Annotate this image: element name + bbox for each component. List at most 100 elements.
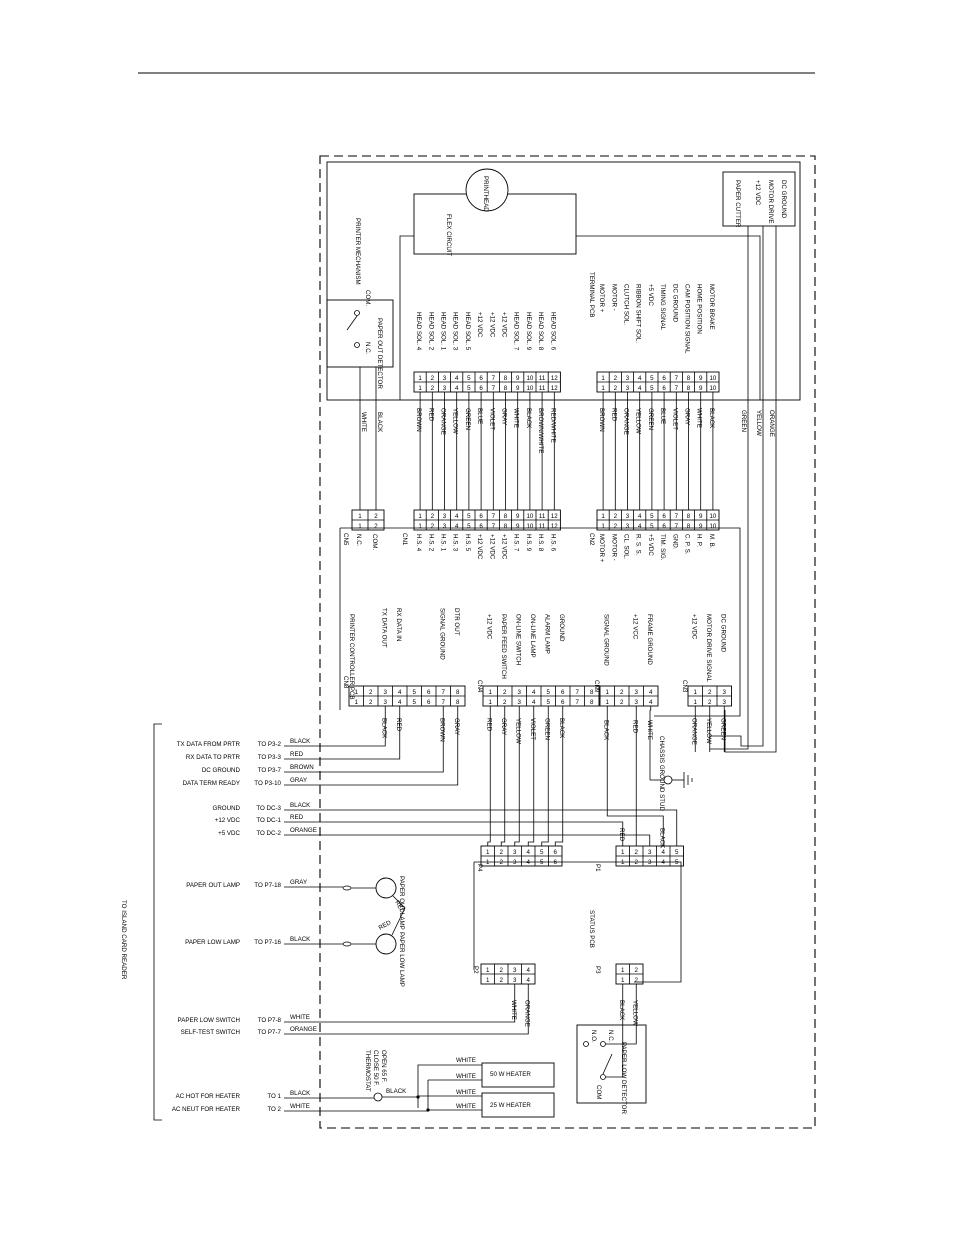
power-wire <box>330 821 624 846</box>
pin-number: 2 <box>620 689 624 696</box>
pin-number: 4 <box>398 699 402 706</box>
pin-number: 6 <box>662 523 666 530</box>
cn1-pin-label: H.S. 9 <box>525 534 532 552</box>
card-reader-signal-label: PAPER LOW SWITCH <box>178 1017 240 1024</box>
cn1-pin-label: H.S. 1 <box>440 534 447 552</box>
cn2-pin-label: MOTOR + <box>598 534 605 563</box>
pin-number: 6 <box>479 385 483 392</box>
lamp-red-wire <box>391 895 406 936</box>
head-signal-label: +12 VDC <box>501 312 508 338</box>
p2-wire-color: WHITE <box>510 1000 517 1020</box>
cn2-label: CN2 <box>588 533 595 546</box>
detector-switch-arm <box>602 1053 613 1075</box>
card-reader-wire-color: GRAY <box>290 879 307 886</box>
heater-wire <box>417 1064 482 1097</box>
head-signal-label: HEAD SOL. 9 <box>525 312 532 351</box>
motor-wire-color: GRAY <box>684 408 691 425</box>
pin-number: 3 <box>626 523 630 530</box>
card-reader-signal-label: DC GROUND <box>202 767 241 774</box>
heater-junction <box>416 1095 420 1099</box>
pin-number: 3 <box>513 977 517 984</box>
status-pcb-title: STATUS PCB <box>588 910 595 948</box>
paper-out-detector-label: PAPER OUT DETECTOR <box>376 318 383 389</box>
cn8-wire-color: GRAY <box>453 718 460 735</box>
pin-number: 4 <box>527 849 531 856</box>
card-reader-wire-color: BLACK <box>290 1090 311 1097</box>
pin-number: 2 <box>614 385 618 392</box>
cn1-label: CN1 <box>401 533 408 546</box>
pin-number: 12 <box>551 513 558 520</box>
card-reader-pin-label: TO P3-2 <box>258 741 282 748</box>
cn2-pin-label: C. P. S. <box>684 534 691 555</box>
pin-number: 7 <box>492 513 496 520</box>
pin-number: 2 <box>614 523 618 530</box>
pin-number: 3 <box>635 689 639 696</box>
pin-number: 5 <box>650 523 654 530</box>
pin-number: 8 <box>504 385 508 392</box>
pin-number: 5 <box>675 849 679 856</box>
switch-nc-contact <box>354 342 360 348</box>
p3-wire-color: YELLOW <box>631 1000 638 1026</box>
head-signal-label: +12 VDC <box>488 312 495 338</box>
heater-wire <box>382 1096 419 1108</box>
pin-number: 2 <box>503 699 507 706</box>
pin-number: 11 <box>539 523 546 530</box>
head-wire-color: BLACK <box>525 408 532 429</box>
chassis-ground-label: CHASSIS GROUND STUD <box>658 736 665 811</box>
cn3-wire-color: YELLOW <box>705 718 712 744</box>
card-reader-wire-color: BLACK <box>290 936 311 943</box>
cn4-wire <box>514 706 520 846</box>
motor-signal-label: DC GROUND <box>671 284 678 323</box>
head-signal-label: +12 VDC <box>476 312 483 338</box>
motor-signal-label: HOME POSITION <box>696 284 703 334</box>
pin-number: 4 <box>455 385 459 392</box>
cn8-label: CN8 <box>342 676 349 689</box>
pin-number: 5 <box>413 699 417 706</box>
pin-number: 6 <box>427 699 431 706</box>
pin-number: 3 <box>626 385 630 392</box>
motor-wire-color: ORANGE <box>623 408 630 435</box>
cn5-label: CN5 <box>342 533 349 546</box>
pin-number: 3 <box>443 385 447 392</box>
cutter-signal-label: +12 VDC <box>754 180 761 206</box>
card-reader-wire-color: WHITE <box>290 1014 310 1021</box>
motor-signal-label: MOTOR + <box>598 284 605 313</box>
thermostat-label: OPEN 65 F. <box>380 1050 387 1083</box>
head-signal-label: HEAD SOL. 5 <box>464 312 471 351</box>
head-wire-color: VIOLET <box>488 408 495 430</box>
motor-wire-color: GREEN <box>647 408 654 430</box>
pin-number: 7 <box>442 699 446 706</box>
pin-number: 4 <box>638 375 642 382</box>
motor-signal-label: +5 VDC <box>647 284 654 306</box>
pin-number: 6 <box>561 699 565 706</box>
cn1-pin-label: +12 VDC <box>501 534 508 560</box>
detector-no-contact <box>583 1041 589 1047</box>
pin-number: 2 <box>635 977 639 984</box>
p4-label: P4 <box>476 864 483 872</box>
pin-number: 5 <box>675 859 679 866</box>
power-wire <box>330 834 651 846</box>
cutter-wire <box>710 226 749 750</box>
pin-number: 8 <box>687 385 691 392</box>
pin-number: 2 <box>431 375 435 382</box>
pin-number: 5 <box>467 375 471 382</box>
cn8-pin-label: RX DATA IN <box>395 608 402 641</box>
pin-number: 1 <box>621 977 625 984</box>
cn4-wire-color: GREEN <box>543 718 550 740</box>
heater-wire-label: WHITE <box>456 1103 476 1110</box>
cn9-label: CN9 <box>593 680 600 693</box>
pin-number: 7 <box>675 385 679 392</box>
pin-number: 4 <box>638 385 642 392</box>
thermostat-label: CLOSE 50 F. <box>372 1050 379 1086</box>
pin-number: 5 <box>650 385 654 392</box>
pin-number: 11 <box>539 513 546 520</box>
pin-number: 7 <box>675 523 679 530</box>
pin-number: 10 <box>709 513 716 520</box>
pin-number: 1 <box>486 859 490 866</box>
pin-number: 1 <box>358 513 362 520</box>
card-reader-pin-label: TO DC-3 <box>256 805 281 812</box>
pin-number: 5 <box>467 513 471 520</box>
pin-number: 7 <box>576 689 580 696</box>
cn5-pin-label: N.C. <box>355 534 362 547</box>
